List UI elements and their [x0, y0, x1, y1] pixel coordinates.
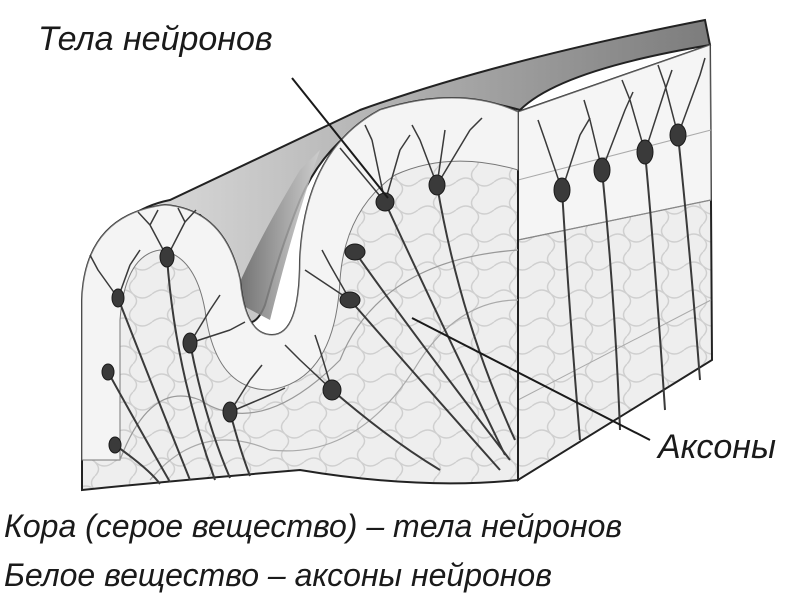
neuron-body [593, 157, 611, 183]
neuron-body [108, 436, 122, 454]
neuron-body [339, 291, 361, 309]
neuron-bodies [101, 123, 687, 454]
neuron-body [322, 379, 342, 401]
axons-label: Аксоны [658, 428, 776, 466]
neuron-body [159, 246, 175, 268]
neuron-body [111, 288, 125, 308]
dendrites [89, 57, 706, 413]
front-face [81, 97, 519, 492]
caption-cortex: Кора (серое вещество) – тела нейронов [4, 508, 623, 544]
caption-white-matter: Белое вещество – аксоны нейронов [4, 557, 552, 593]
leader-lines [291, 77, 651, 441]
neuron-body [636, 139, 654, 165]
neuron-body [101, 363, 115, 381]
axon-fibers [107, 134, 701, 485]
axons-leader-line [411, 317, 651, 441]
bodies-leader-line [291, 77, 389, 199]
neuron-bodies-label: Тела нейронов [38, 20, 273, 58]
neuron-body [553, 177, 571, 203]
neuron-body [222, 401, 238, 423]
neuron-body [182, 332, 198, 354]
right-face [517, 43, 714, 482]
neuron-body [344, 243, 366, 261]
neuron-body [669, 123, 687, 147]
neuron-body [428, 174, 446, 196]
